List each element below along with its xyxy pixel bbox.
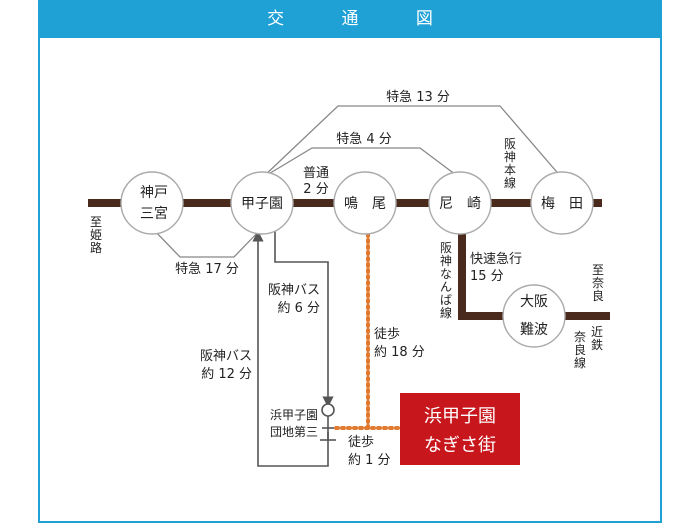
- svg-text:至: 至: [592, 263, 604, 277]
- svg-text:ば: ば: [440, 293, 452, 307]
- bus-route-6min: [274, 230, 334, 408]
- station-kobe-sannomiya: 神戸 三宮: [120, 171, 184, 235]
- station-amagasaki-label: 尼 崎: [439, 196, 481, 212]
- svg-text:線: 線: [504, 175, 516, 190]
- bus-route-12min: [252, 230, 329, 467]
- label-local-line1: 普通: [303, 166, 329, 181]
- svg-text:至: 至: [90, 215, 102, 229]
- station-kobe-line1: 神戸: [140, 185, 168, 201]
- label-kintetsu-nara-line: 近 鉄 奈 良 線: [574, 325, 603, 370]
- station-osaka-namba-line1: 大阪: [520, 294, 548, 310]
- label-rapid-express-line1: 快速急行: [470, 252, 522, 267]
- svg-text:線: 線: [440, 305, 452, 320]
- station-koshien: 甲子園: [230, 171, 294, 235]
- svg-text:ん: ん: [440, 280, 452, 294]
- svg-text:奈: 奈: [592, 276, 604, 290]
- svg-text:奈: 奈: [574, 330, 586, 344]
- label-hanshin-main-line: 阪 神 本 線: [504, 137, 516, 190]
- label-bus-stop-line1: 浜甲子園: [270, 408, 318, 422]
- svg-text:阪: 阪: [440, 241, 452, 255]
- destination-line1: 浜甲子園: [424, 406, 496, 427]
- station-amagasaki: 尼 崎: [428, 171, 492, 235]
- svg-text:姫: 姫: [90, 228, 102, 242]
- station-naruo-label: 鳴 尾: [344, 196, 386, 212]
- label-for-nara: 至 奈 良: [592, 263, 604, 303]
- label-bus-6-line1: 阪神バス: [268, 283, 320, 298]
- map-frame: [38, 0, 662, 523]
- svg-text:良: 良: [574, 342, 586, 357]
- station-naruo: 鳴 尾: [333, 171, 397, 235]
- destination-line2: なぎさ街: [424, 435, 496, 456]
- label-hanshin-namba-line: 阪 神 な ん ば 線: [440, 241, 452, 320]
- svg-text:鉄: 鉄: [591, 337, 603, 352]
- label-walk-1-line1: 徒歩: [348, 435, 374, 450]
- svg-text:線: 線: [574, 355, 586, 370]
- svg-text:阪: 阪: [504, 137, 516, 151]
- station-umeda-label: 梅 田: [541, 196, 583, 212]
- express-13-route: [261, 105, 563, 179]
- label-bus-6-line2: 約 6 分: [277, 301, 320, 316]
- label-bus-stop-line2: 団地第三: [270, 425, 318, 439]
- station-umeda: 梅 田: [530, 171, 594, 235]
- svg-text:神: 神: [440, 254, 452, 268]
- station-osaka-namba: 大阪 難波: [502, 284, 566, 348]
- station-osaka-namba-line2: 難波: [520, 322, 548, 338]
- express-17-route: [151, 227, 263, 258]
- station-koshien-label: 甲子園: [241, 196, 283, 212]
- express-4-route: [261, 147, 461, 179]
- label-bus-12-line1: 阪神バス: [200, 349, 252, 364]
- label-local-line2: 2 分: [303, 182, 328, 197]
- bus-stop-icon: [320, 403, 336, 441]
- svg-text:路: 路: [90, 240, 102, 255]
- label-express-13: 特急 13 分: [386, 90, 450, 105]
- station-kobe-line2: 三宮: [140, 206, 168, 222]
- label-express-4: 特急 4 分: [336, 132, 392, 147]
- map-title: 交 通 図: [38, 0, 662, 38]
- label-walk-18-line1: 徒歩: [374, 327, 400, 342]
- label-for-himeji: 至 姫 路: [90, 215, 102, 255]
- label-walk-18-line2: 約 18 分: [374, 345, 425, 360]
- label-express-17: 特急 17 分: [175, 262, 239, 277]
- svg-text:良: 良: [592, 288, 604, 303]
- svg-text:近: 近: [591, 325, 603, 339]
- label-rapid-express-line2: 15 分: [470, 269, 504, 284]
- label-walk-1-line2: 約 1 分: [348, 453, 391, 468]
- svg-text:神: 神: [504, 150, 516, 164]
- label-bus-12-line2: 約 12 分: [201, 367, 252, 382]
- svg-text:本: 本: [504, 163, 516, 177]
- svg-text:な: な: [440, 267, 452, 281]
- destination-box: 浜甲子園 なぎさ街: [400, 393, 520, 465]
